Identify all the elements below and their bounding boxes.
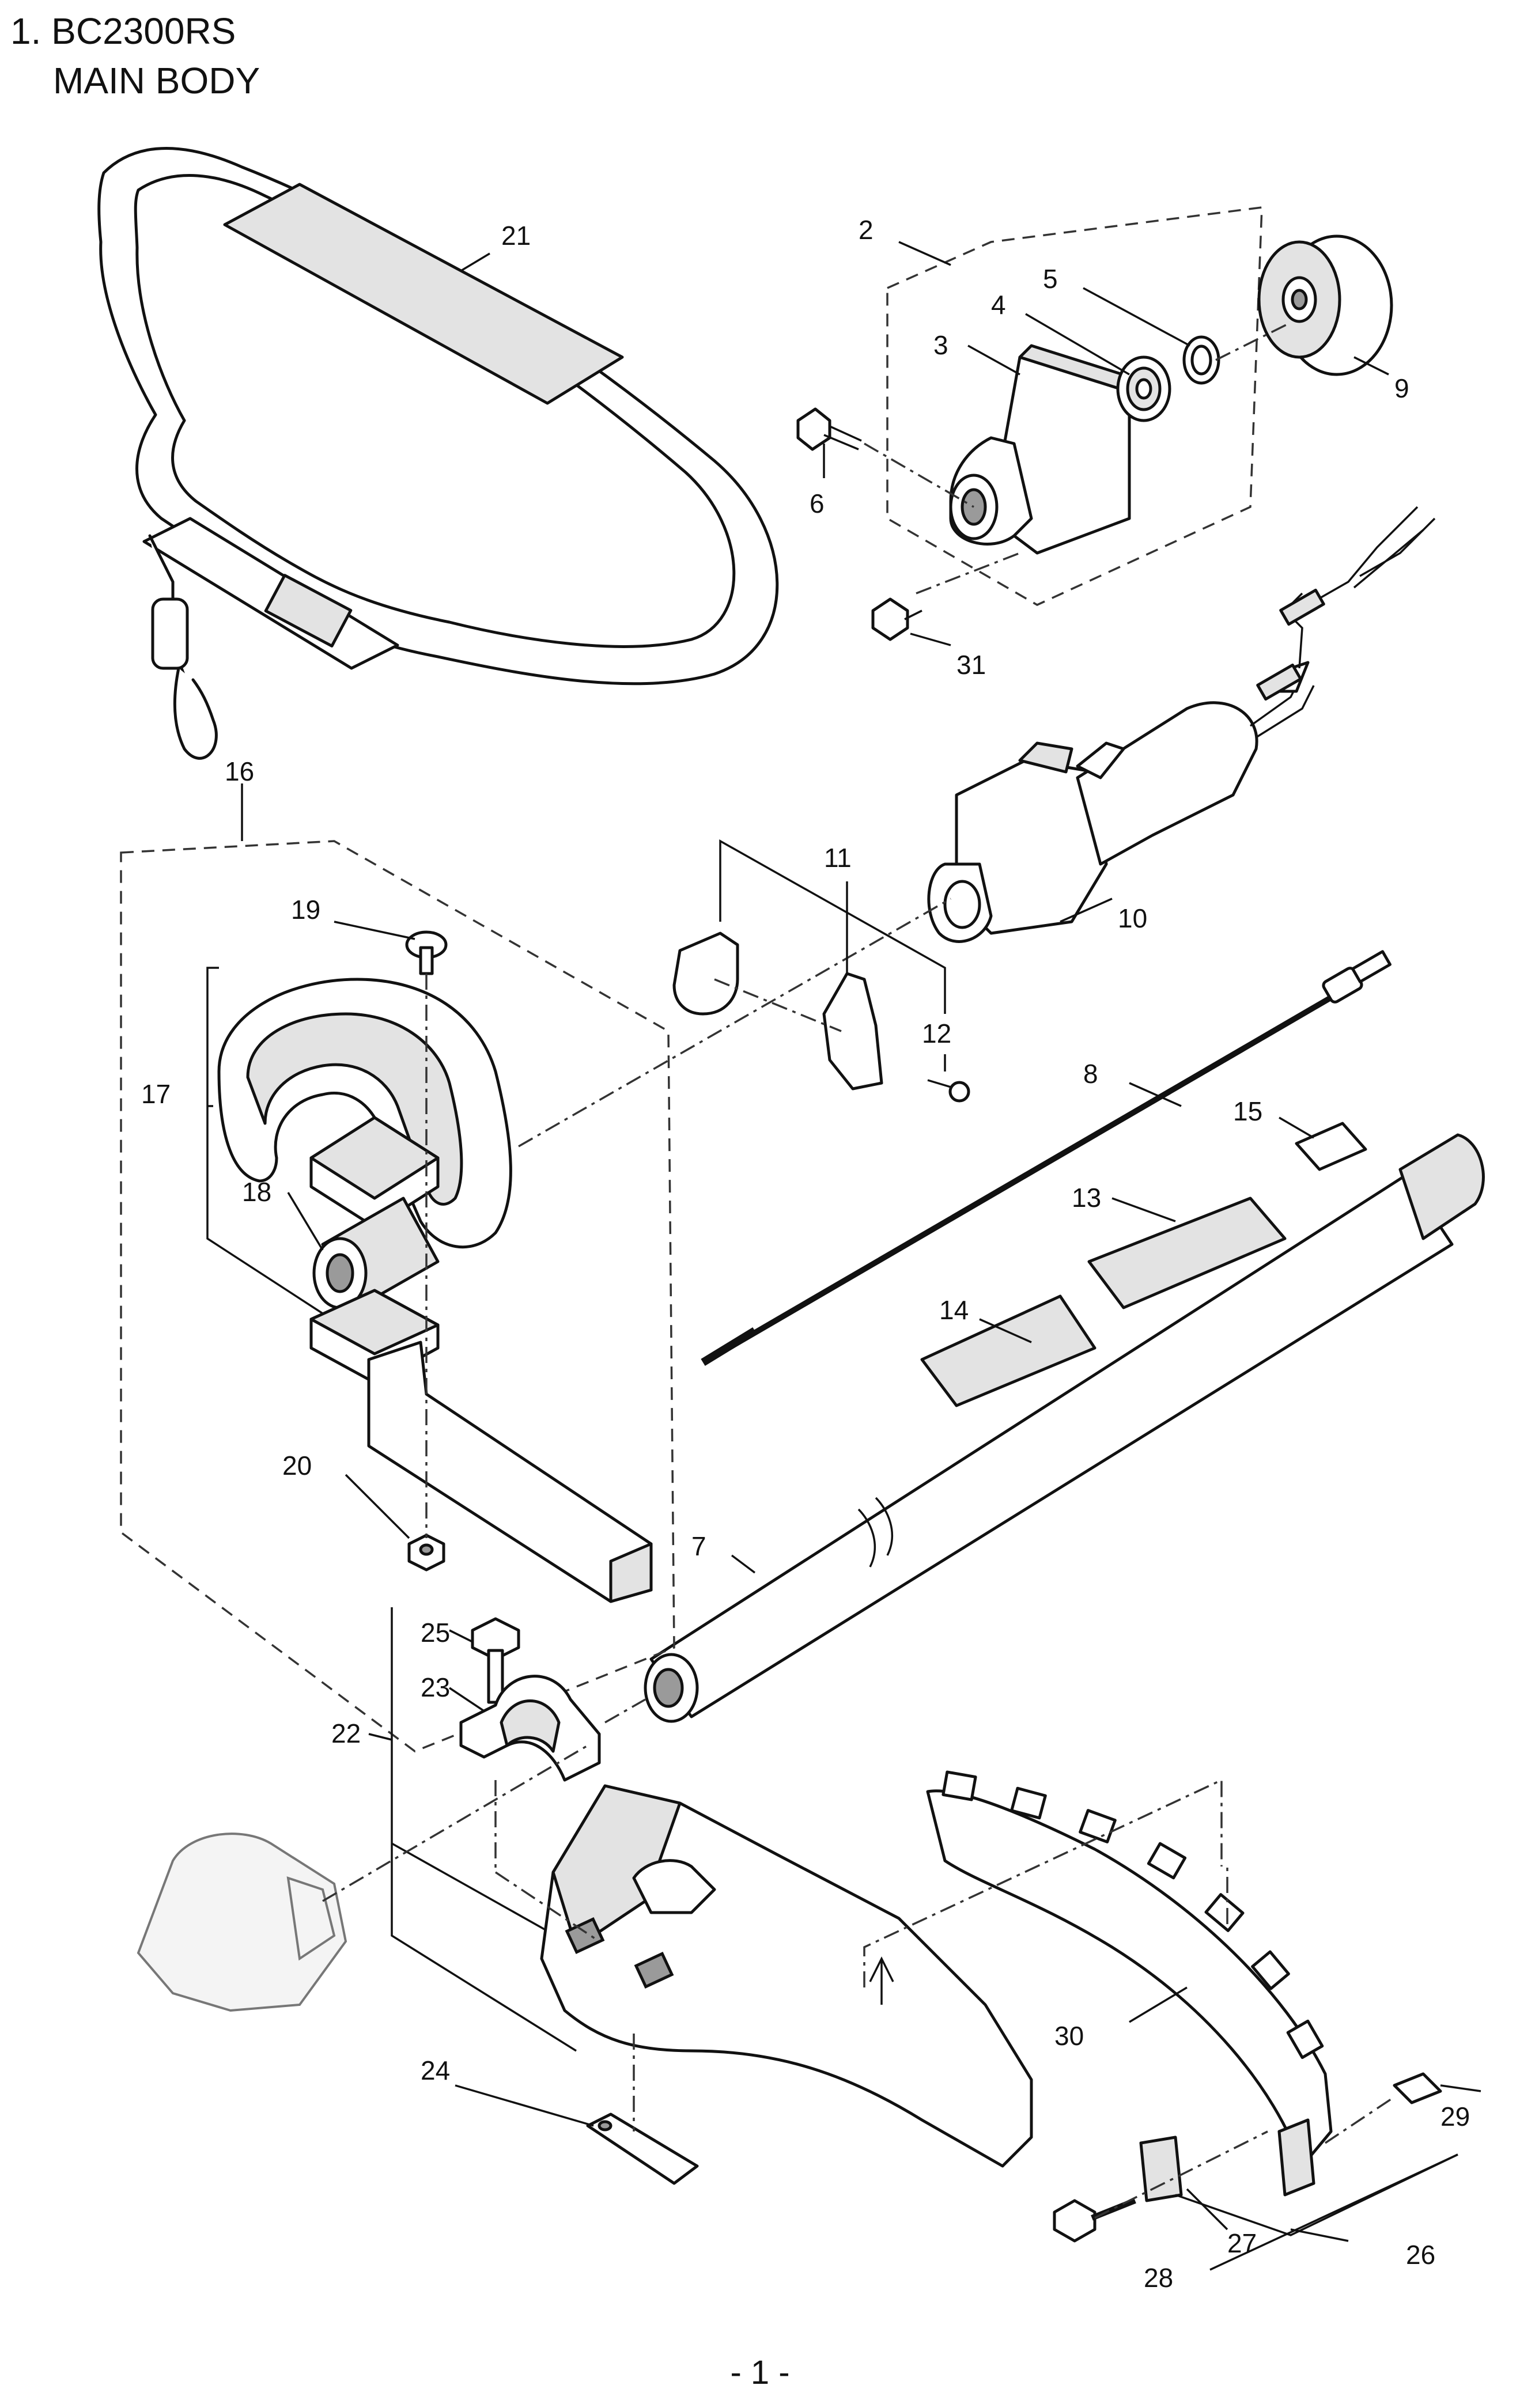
callout-6: 6 — [810, 489, 825, 518]
blade-cover — [926, 1770, 1333, 2197]
callout-21: 21 — [501, 221, 531, 251]
callout-3: 3 — [933, 330, 948, 360]
bolt-25 — [471, 1617, 520, 1704]
gear-head-reference — [137, 1832, 347, 2012]
callout-13: 13 — [1072, 1183, 1101, 1213]
loop-handle — [217, 978, 512, 1249]
guard — [540, 1784, 1033, 2168]
bearing — [1116, 355, 1171, 422]
strap-shoulder-pad — [223, 183, 624, 405]
callout-4: 4 — [991, 290, 1006, 320]
guard-group-line — [391, 1607, 577, 2052]
callout-8: 8 — [1083, 1059, 1098, 1089]
pipe — [644, 1133, 1485, 1723]
callout-18: 18 — [242, 1177, 271, 1207]
nut-20 — [407, 1534, 445, 1572]
callout-14: 14 — [939, 1295, 969, 1325]
callout-16: 16 — [225, 756, 254, 786]
callout-5: 5 — [1043, 264, 1058, 294]
callout-12: 12 — [922, 1019, 951, 1048]
callouts: 21 2 3 4 5 9 6 31 10 11 12 8 15 13 14 16… — [141, 215, 1470, 2293]
decal-13 — [1087, 1197, 1287, 1309]
alignment-lines — [322, 321, 1395, 2219]
nut-29 — [1393, 2072, 1442, 2104]
bracket-group-line — [719, 839, 946, 1014]
callout-22: 22 — [331, 1718, 361, 1748]
callout-7: 7 — [691, 1531, 706, 1561]
callout-25: 25 — [421, 1618, 450, 1648]
clamp — [459, 1675, 601, 1782]
handle-bar — [309, 1289, 653, 1603]
callout-27: 27 — [1227, 2228, 1257, 2258]
decal-15 — [1295, 1122, 1367, 1171]
callout-9: 9 — [1394, 373, 1409, 403]
bolt-31 — [871, 597, 922, 641]
callout-19: 19 — [291, 895, 320, 925]
bolt-6 — [796, 407, 862, 451]
callout-10: 10 — [1118, 903, 1147, 933]
drive-shaft — [701, 950, 1392, 1366]
callout-29: 29 — [1440, 2102, 1470, 2131]
callout-26: 26 — [1406, 2240, 1435, 2270]
callout-11: 11 — [824, 843, 852, 873]
screw-19 — [405, 930, 448, 975]
guard-plate — [586, 2112, 699, 2185]
clutch-drum — [1257, 234, 1393, 376]
model-title: 1. BC2300RS — [10, 10, 236, 52]
callout-15: 15 — [1233, 1096, 1262, 1126]
callout-20: 20 — [282, 1451, 312, 1481]
plate-27 — [1139, 2136, 1183, 2202]
callout-23: 23 — [421, 1672, 450, 1702]
callout-2: 2 — [859, 215, 874, 245]
screw-12 — [927, 1079, 970, 1103]
grip — [312, 1197, 440, 1309]
bolt-28 — [1053, 2198, 1136, 2243]
clutch-case — [949, 344, 1143, 555]
callout-31: 31 — [956, 650, 986, 680]
hanger-bracket — [672, 932, 883, 1091]
group-box-2 — [886, 206, 1263, 606]
section-title: MAIN BODY — [53, 60, 260, 101]
retaining-ring — [1182, 335, 1220, 385]
callout-17: 17 — [141, 1079, 171, 1109]
callout-30: 30 — [1054, 2021, 1084, 2051]
callout-28: 28 — [1144, 2263, 1173, 2293]
page-number: - 1 - — [730, 2354, 790, 2391]
shoulder-strap — [97, 147, 779, 760]
callout-leaders — [207, 241, 1481, 2242]
callout-24: 24 — [421, 2055, 450, 2085]
group-box-16 — [120, 840, 675, 1752]
handle-group-line — [206, 967, 323, 1315]
throttle-handle — [927, 506, 1436, 943]
decal-14 — [920, 1294, 1096, 1407]
